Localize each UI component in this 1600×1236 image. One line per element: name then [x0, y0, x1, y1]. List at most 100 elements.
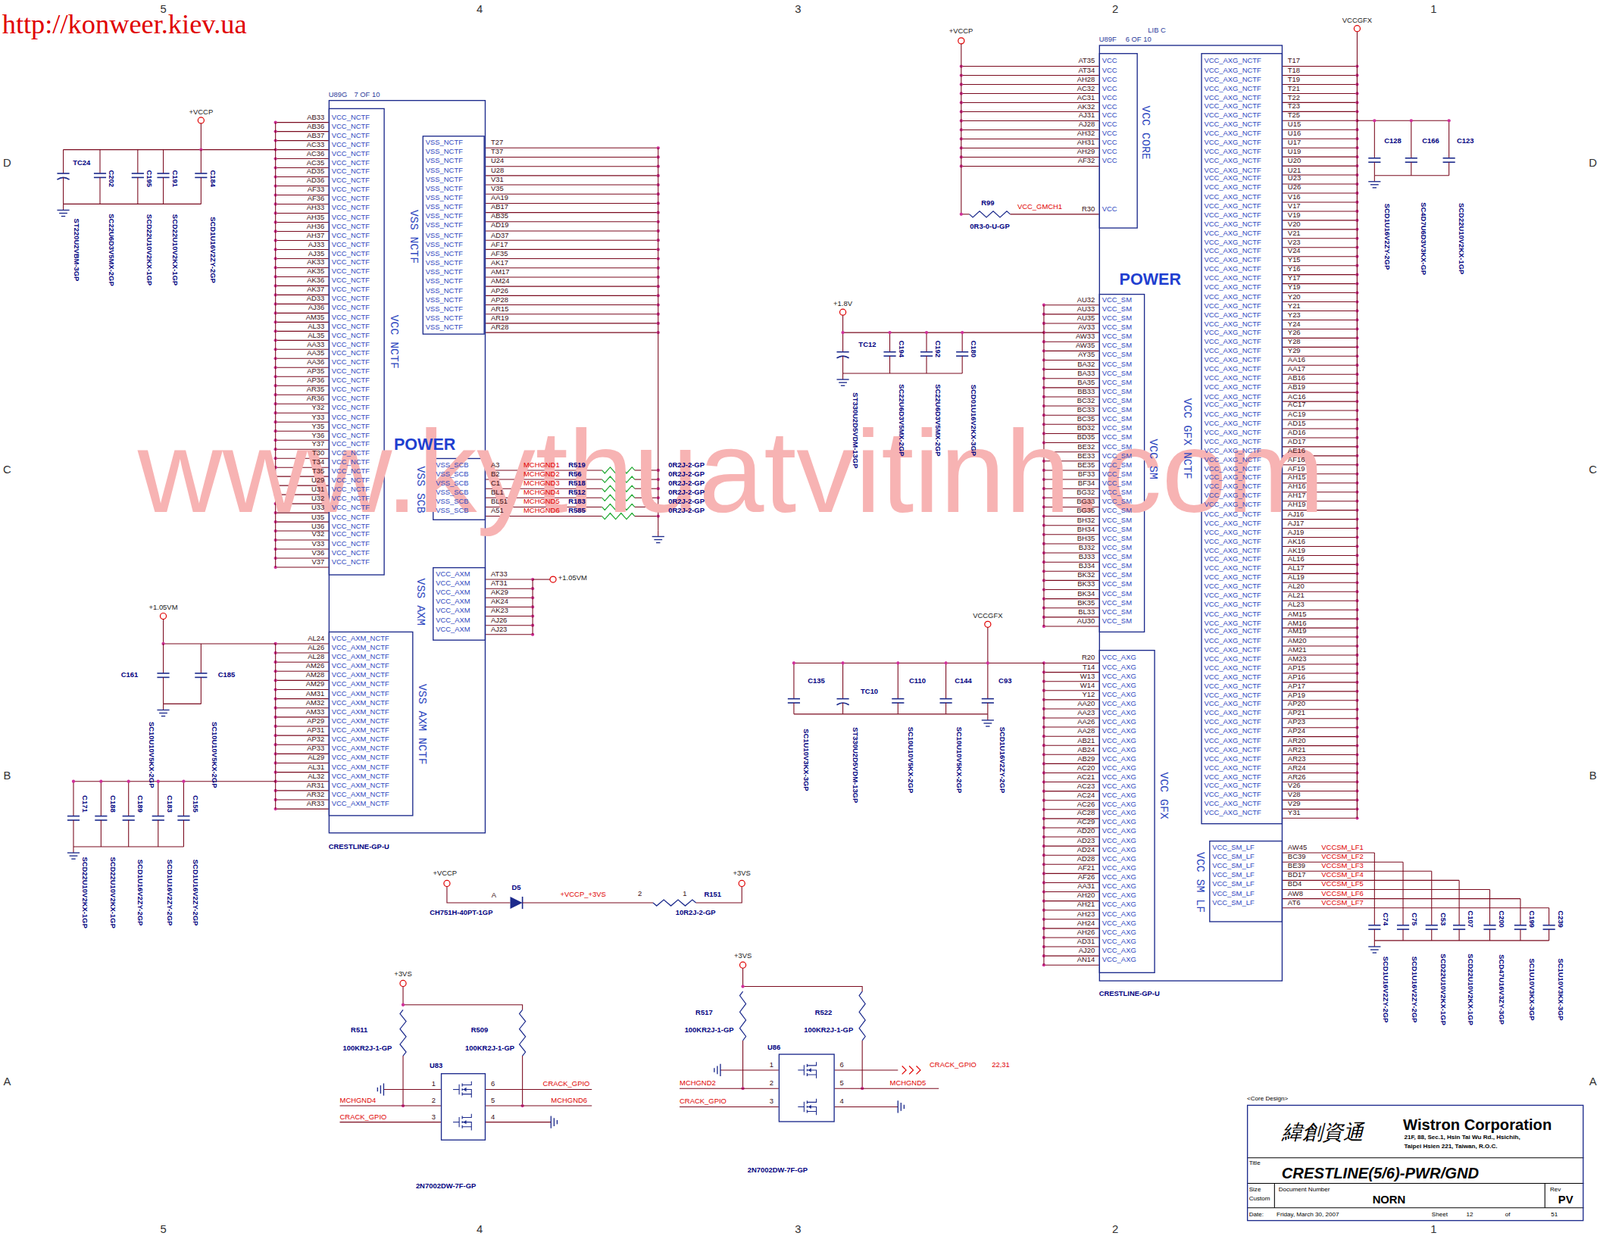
pin-name: VSS_NCTF [425, 175, 463, 185]
pin-number: T23 [1287, 102, 1300, 111]
capacitor-symbol [131, 172, 144, 175]
pin-number: AJ35 [308, 249, 325, 258]
wire [162, 643, 164, 674]
part-value: SCD22U10V2KX-1GP [170, 214, 179, 286]
pin-name: VCC_AXG [1102, 782, 1137, 791]
pin-name: VCC_NCTF [331, 485, 370, 494]
pin-name: VCC_AXG [1102, 809, 1137, 819]
pin-number: AC35 [306, 158, 325, 167]
capacitor-symbol [1425, 925, 1438, 927]
pin-name: VCC_AXG [1102, 763, 1137, 772]
ground-symbol [380, 1085, 382, 1094]
wire [842, 663, 844, 700]
part-value: SC22U6D3V5MX-2GP [106, 213, 116, 286]
pin-name: VCC [1102, 65, 1118, 75]
pin-number: T25 [1287, 111, 1300, 120]
ground-symbol [1368, 181, 1381, 182]
net-name: VCCSM_LF4 [1321, 871, 1364, 880]
pin-name: VCC_NCTF [331, 185, 370, 194]
wire [485, 276, 659, 278]
pin-name: VCC_NCTF [331, 440, 370, 449]
pin-number: AC26 [1077, 800, 1096, 810]
mosfet-symbol [806, 1075, 816, 1079]
pin-name: VCC_SM [1102, 589, 1132, 598]
part-label: 7 OF 10 [353, 90, 380, 100]
net-name: 22,31 [991, 1061, 1010, 1070]
wire [1410, 162, 1412, 176]
pin-number: AL32 [307, 772, 325, 782]
pin-name: VCC_AXG_NCTF [1203, 600, 1261, 610]
pin-name: VCC_SM [1102, 525, 1132, 535]
pin-number: AB29 [1077, 754, 1095, 763]
pin-number: 5 [490, 1096, 495, 1106]
wire [1431, 929, 1432, 941]
wire [200, 150, 202, 174]
pin-name: VCC_AXG_NCTF [1203, 474, 1261, 483]
capacitor-symbol [67, 815, 80, 818]
mosfet-symbol [806, 1062, 816, 1066]
pin-number: AW35 [1075, 341, 1095, 350]
pin-name: VSS_NCTF [425, 286, 463, 295]
pin-name: VCC_NCTF [331, 267, 370, 276]
pin-number: BE33 [1077, 452, 1095, 461]
pin-number: AP16 [1287, 673, 1306, 682]
pin-name: VCC_AXG_NCTF [1203, 301, 1261, 310]
pin-name: VCC_AXG [1102, 855, 1137, 864]
pin-number: AP36 [306, 376, 325, 385]
pin-name: VCC_NCTF [331, 431, 370, 440]
pin-number: V37 [312, 558, 325, 567]
wire [862, 1040, 863, 1089]
wire [1548, 929, 1550, 941]
title-block-text: Document Number [1278, 1186, 1331, 1194]
wire [485, 156, 659, 158]
pin-name: VSS_NCTF [425, 221, 463, 231]
pin-number: Y20 [1287, 292, 1301, 301]
wire [157, 820, 159, 847]
power-port [840, 309, 847, 316]
wire [1431, 871, 1432, 925]
ref-designator: 2N7002DW-7F-GP [747, 1166, 808, 1175]
wire [1282, 880, 1460, 882]
wire [485, 221, 659, 222]
pin-name: VCC_AXG_NCTF [1203, 175, 1261, 184]
net-name: VCCSM_LF1 [1321, 843, 1364, 853]
pin-name: VCC_SM [1102, 323, 1132, 332]
pin-number: AH15 [1287, 474, 1307, 483]
pin-name: VCC_NCTF [331, 521, 370, 531]
wire [485, 1121, 551, 1123]
pin-number: AT34 [1078, 65, 1095, 75]
pin-number: AM20 [1287, 637, 1307, 646]
pin-number: T19 [1287, 75, 1300, 84]
pin-name: VCC_SM [1102, 443, 1132, 452]
section-title: VSS AXM [413, 578, 427, 626]
section-title: VSS AXM NCTF [415, 684, 429, 766]
pin-number: AA23 [1077, 709, 1095, 718]
title-block-text: Title [1249, 1159, 1261, 1167]
pin-name: VCC_NCTF [331, 158, 370, 167]
pin-name: VCC_AXG [1102, 946, 1137, 956]
zone-marker: 1 [1430, 3, 1437, 16]
pin-number: AP15 [1287, 664, 1306, 673]
wire [1374, 940, 1549, 941]
mosfet-package-box: U862N7002DW-7F-GP [778, 1053, 835, 1122]
pin-name: VCC_AXG_NCTF [1203, 609, 1261, 619]
wire [1374, 175, 1375, 182]
junction-dot [943, 661, 947, 665]
wire [1374, 853, 1375, 926]
pin-name: VCC_NCTF [331, 303, 370, 313]
pin-name: VSS_NCTF [425, 249, 463, 258]
pin-name: VCC_NCTF [331, 167, 370, 176]
capacitor-symbol [156, 672, 169, 675]
wire [73, 846, 184, 847]
ref-designator: C183 [165, 795, 174, 813]
pin-number: C1 [490, 479, 500, 488]
pin-number: U21 [1287, 165, 1301, 175]
pin-name: VSS_SCB [435, 497, 469, 507]
pin-number: U16 [1287, 129, 1301, 138]
pin-name: VCC_SM [1102, 461, 1132, 470]
title-block-text: Friday, March 30, 2007 [1276, 1212, 1340, 1219]
pin-number: B2 [490, 470, 500, 479]
pin-number: V23 [1287, 238, 1301, 247]
wire [1489, 929, 1491, 941]
pin-number: AJ16 [1287, 509, 1305, 519]
